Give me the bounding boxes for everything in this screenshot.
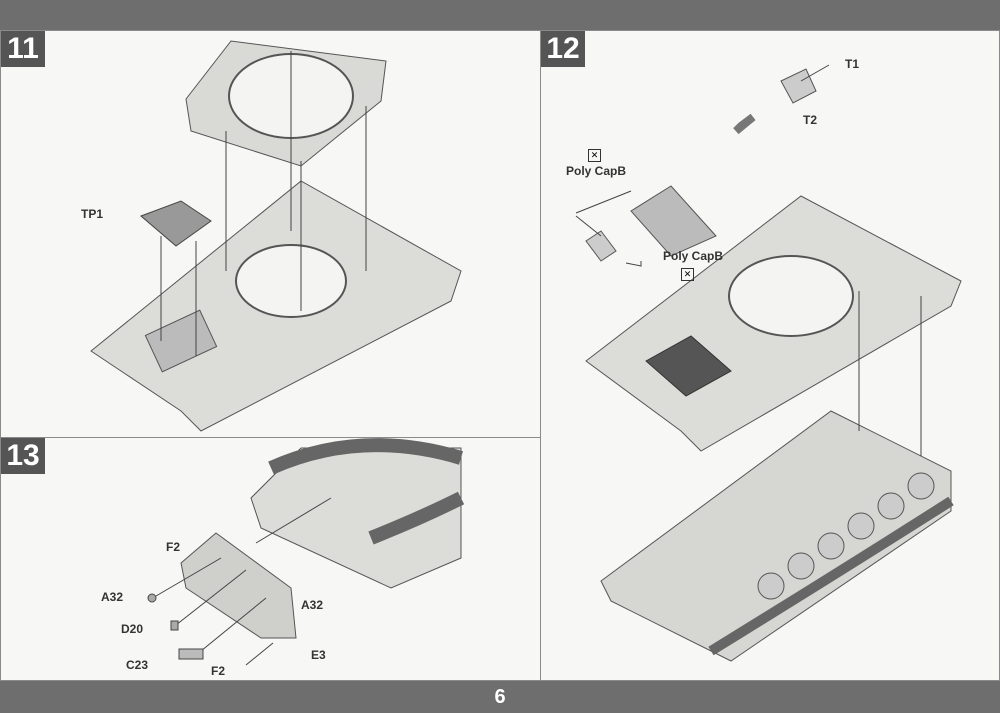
step-number: 11 — [1, 31, 45, 67]
part-label-c23: C23 — [126, 658, 149, 672]
step-11-panel: 11 TP1 — [0, 30, 541, 438]
part-label-poly-cap: Poly CapB — [566, 164, 627, 178]
part-label-f2: F2 — [166, 540, 181, 554]
track-hull-illustration — [575, 64, 962, 662]
step-13-panel: 13 F2 A32 A32 D20 C23 F2 E3 — [0, 437, 541, 681]
part-label-e3: E3 — [311, 648, 326, 662]
no-glue-icon: ✕ — [588, 149, 601, 162]
part-label-poly-cap: Poly CapB — [663, 249, 724, 263]
part-label-a32: A32 — [301, 598, 324, 612]
part-label-t1: T1 — [845, 57, 860, 71]
part-label-t2: T2 — [803, 113, 818, 127]
part-label-f2: F2 — [211, 664, 226, 678]
header-bar — [0, 0, 1000, 30]
part-label-d20: D20 — [121, 622, 144, 636]
page-number: 6 — [494, 685, 506, 708]
part-label-a32: A32 — [101, 590, 124, 604]
footer-bar: 6 — [0, 681, 1000, 713]
step-number: 12 — [541, 31, 585, 67]
no-glue-icon: ✕ — [681, 268, 694, 281]
part-label-tp1: TP1 — [81, 207, 104, 221]
step-12-panel: 12 T1 T2 ✕ Poly CapB Poly CapB ✕ — [540, 30, 1000, 681]
step-number: 13 — [1, 438, 45, 474]
rear-plate-illustration — [147, 438, 465, 666]
hull-upper-illustration — [90, 40, 462, 432]
